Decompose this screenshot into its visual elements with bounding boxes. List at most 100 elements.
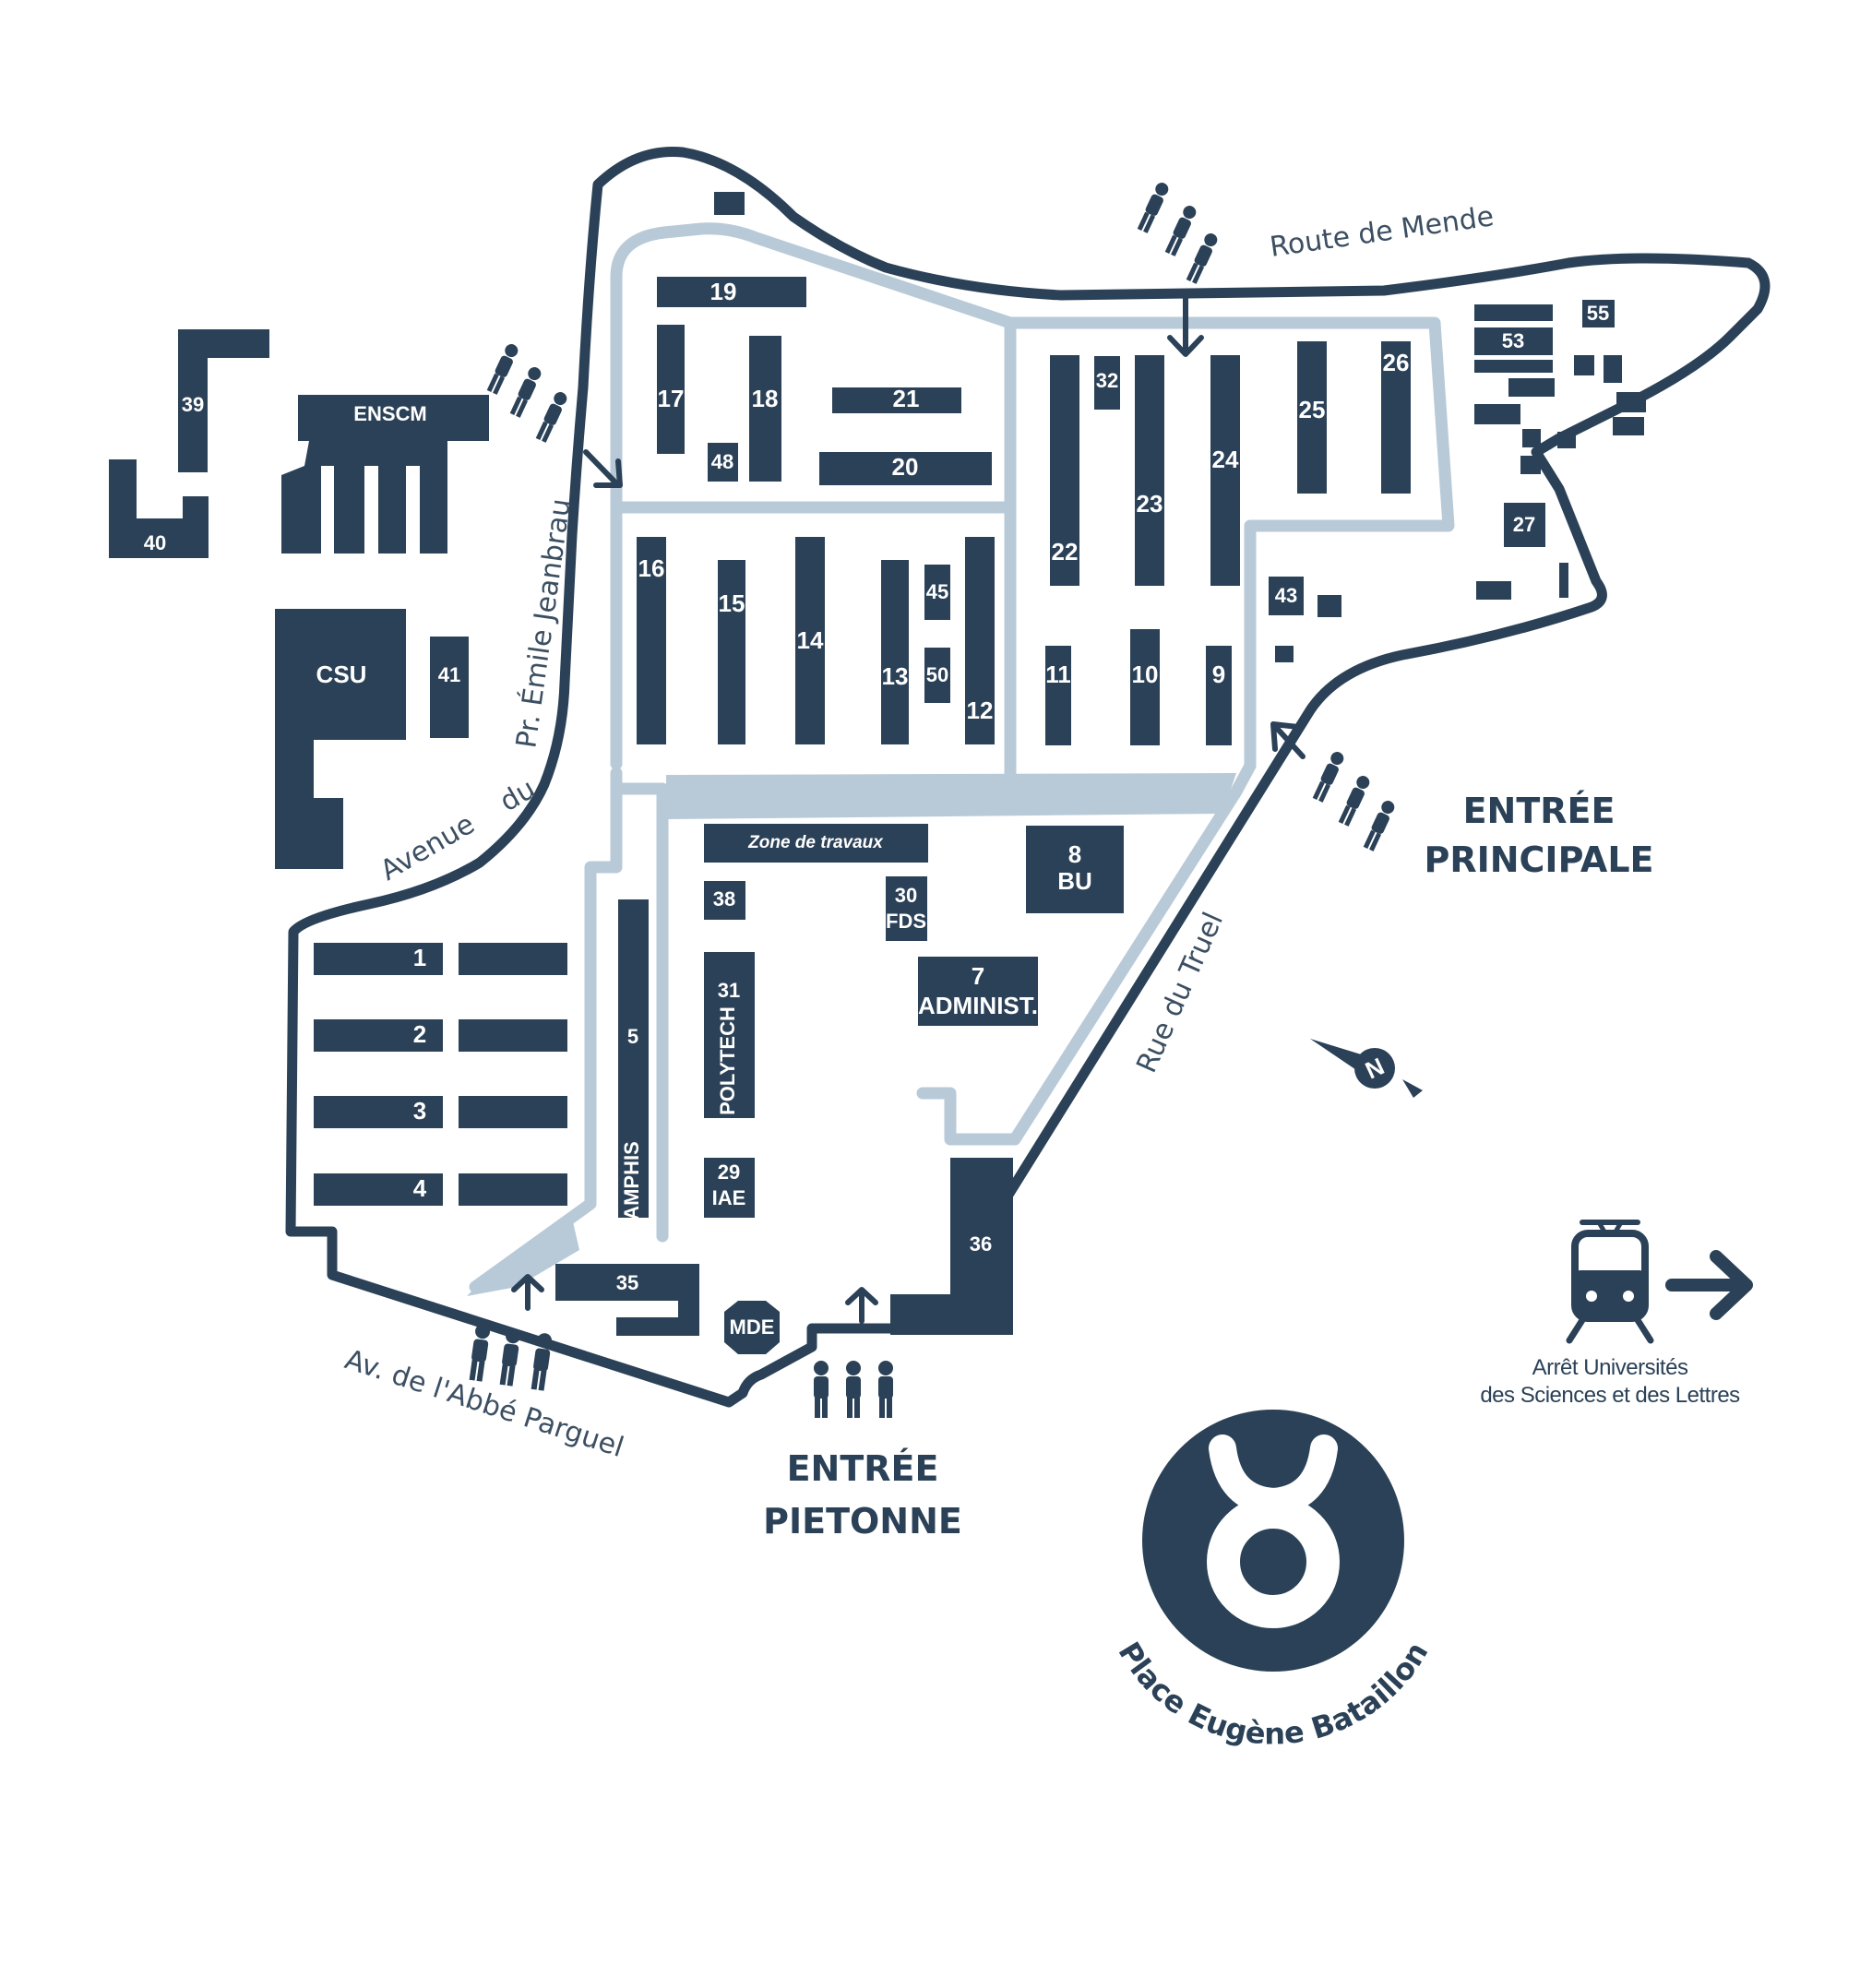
building-label: 4 (413, 1174, 427, 1202)
building-label: 5 (627, 1025, 638, 1048)
building-24[interactable]: 24 (1210, 355, 1240, 586)
building-label: 32 (1096, 369, 1118, 392)
street-route-de-mende: Route de Mende (1268, 200, 1496, 264)
building-label: 43 (1275, 584, 1297, 607)
building-label: 22 (1052, 538, 1079, 565)
building-21[interactable]: 21 (832, 385, 961, 413)
building-label: 1 (413, 944, 426, 971)
pedestrian-icon (814, 1361, 893, 1418)
building-2[interactable]: 2 (314, 1019, 567, 1052)
building-label: 24 (1212, 446, 1239, 473)
building-22[interactable]: 22 (1050, 355, 1079, 586)
pedestrian-icon (1312, 752, 1395, 851)
building-9[interactable]: 9 (1206, 646, 1232, 745)
building-label: 15 (719, 589, 745, 617)
building-12[interactable]: 12 (965, 537, 995, 744)
building-label: 35 (616, 1271, 638, 1294)
building-label: 20 (892, 453, 919, 481)
building-label: 55 (1587, 302, 1609, 325)
building-17[interactable]: 17 (657, 325, 685, 454)
building-label: ADMINIST. (918, 992, 1038, 1019)
building-zone-de-travaux[interactable]: Zone de travaux (704, 824, 928, 863)
building-small-east-2[interactable] (1559, 563, 1568, 598)
building-label: 39 (182, 393, 204, 416)
building-label: 40 (144, 531, 166, 554)
building-4[interactable]: 4 (314, 1173, 567, 1206)
tram-stop-line2: des Sciences et des Lettres (1480, 1383, 1740, 1408)
building-label: ENSCM (353, 402, 426, 425)
building-18[interactable]: 18 (749, 336, 781, 482)
building-3[interactable]: 3 (314, 1096, 567, 1128)
building-41[interactable]: 41 (430, 637, 469, 738)
pedestrian-icon (469, 1324, 553, 1391)
building-label: 23 (1137, 490, 1163, 518)
building-23[interactable]: 23 (1135, 355, 1164, 586)
building-small-43b[interactable] (1318, 595, 1341, 617)
building-5-amphis[interactable]: 5 AMPHIS (618, 899, 649, 1220)
building-small-top[interactable] (714, 192, 745, 215)
building-label: 30 (895, 884, 917, 907)
building-36[interactable]: 36 (890, 1158, 1013, 1335)
building-enscm[interactable]: ENSCM (281, 395, 489, 554)
entree-pietonne-label: ENTRÉE PIETONNE (763, 1448, 962, 1542)
building-48[interactable]: 48 (708, 443, 738, 482)
building-30-fds[interactable]: 30 FDS (886, 876, 927, 941)
building-label: 11 (1045, 661, 1071, 688)
building-label: 7 (972, 962, 984, 990)
tram-direction-arrow-icon (1665, 1250, 1753, 1320)
building-53[interactable]: 53 (1474, 304, 1555, 424)
tram-stop-line1: Arrêt Universités (1532, 1355, 1688, 1380)
building-label: 25 (1299, 396, 1326, 423)
building-31-polytech[interactable]: 31 POLYTECH (704, 952, 755, 1118)
building-38[interactable]: 38 (704, 881, 745, 920)
building-39[interactable]: 39 (178, 329, 269, 472)
entree-pietonne-line2: PIETONNE (763, 1501, 962, 1542)
building-label: 48 (711, 450, 733, 473)
building-csu[interactable]: CSU (275, 609, 406, 869)
building-14[interactable]: 14 (795, 537, 825, 744)
building-19[interactable]: 19 (657, 277, 806, 307)
building-45[interactable]: 45 (924, 565, 950, 620)
building-label: 31 (718, 979, 740, 1002)
building-1[interactable]: 1 (314, 943, 567, 975)
building-label: BU (1057, 867, 1092, 895)
building-label: 53 (1502, 329, 1524, 352)
building-35[interactable]: 35 (555, 1264, 699, 1336)
building-label: 27 (1513, 513, 1535, 536)
building-label: AMPHIS (620, 1141, 643, 1220)
building-7-administ[interactable]: 7 ADMINIST. (918, 957, 1038, 1026)
building-label: 50 (926, 663, 948, 686)
entree-principale-line1: ENTRÉE (1463, 791, 1616, 831)
building-label: 38 (713, 887, 735, 911)
building-29-iae[interactable]: 29 IAE (704, 1158, 755, 1218)
building-26[interactable]: 26 (1381, 341, 1411, 494)
building-25[interactable]: 25 (1297, 341, 1327, 494)
entree-principale-line2: PRINCIPALE (1424, 839, 1653, 880)
building-50[interactable]: 50 (924, 648, 950, 703)
building-43[interactable]: 43 (1269, 577, 1304, 615)
building-10[interactable]: 10 (1130, 629, 1160, 745)
pedestrian-icon (486, 344, 567, 443)
building-small-43c[interactable] (1275, 646, 1294, 662)
building-13[interactable]: 13 (881, 560, 909, 744)
building-11[interactable]: 11 (1045, 646, 1071, 745)
building-32[interactable]: 32 (1094, 356, 1120, 410)
building-20[interactable]: 20 (819, 452, 992, 485)
building-40[interactable]: 40 (109, 459, 209, 558)
building-small-east[interactable] (1476, 581, 1511, 600)
building-55[interactable]: 55 (1582, 300, 1615, 327)
building-16[interactable]: 16 (637, 537, 666, 744)
building-label: 19 (710, 278, 737, 305)
entrance-arrows (511, 291, 1306, 1324)
building-mde[interactable]: MDE (724, 1301, 780, 1354)
building-label: 9 (1212, 661, 1225, 688)
internal-paths (467, 222, 1455, 1296)
building-label: 8 (1068, 840, 1081, 868)
building-label: 45 (926, 580, 948, 603)
building-label: POLYTECH (716, 1006, 739, 1115)
building-cluster-east[interactable] (1520, 355, 1646, 474)
building-15[interactable]: 15 (718, 560, 745, 744)
building-27[interactable]: 27 (1504, 503, 1545, 547)
building-8-bu[interactable]: 8 BU (1026, 826, 1124, 913)
